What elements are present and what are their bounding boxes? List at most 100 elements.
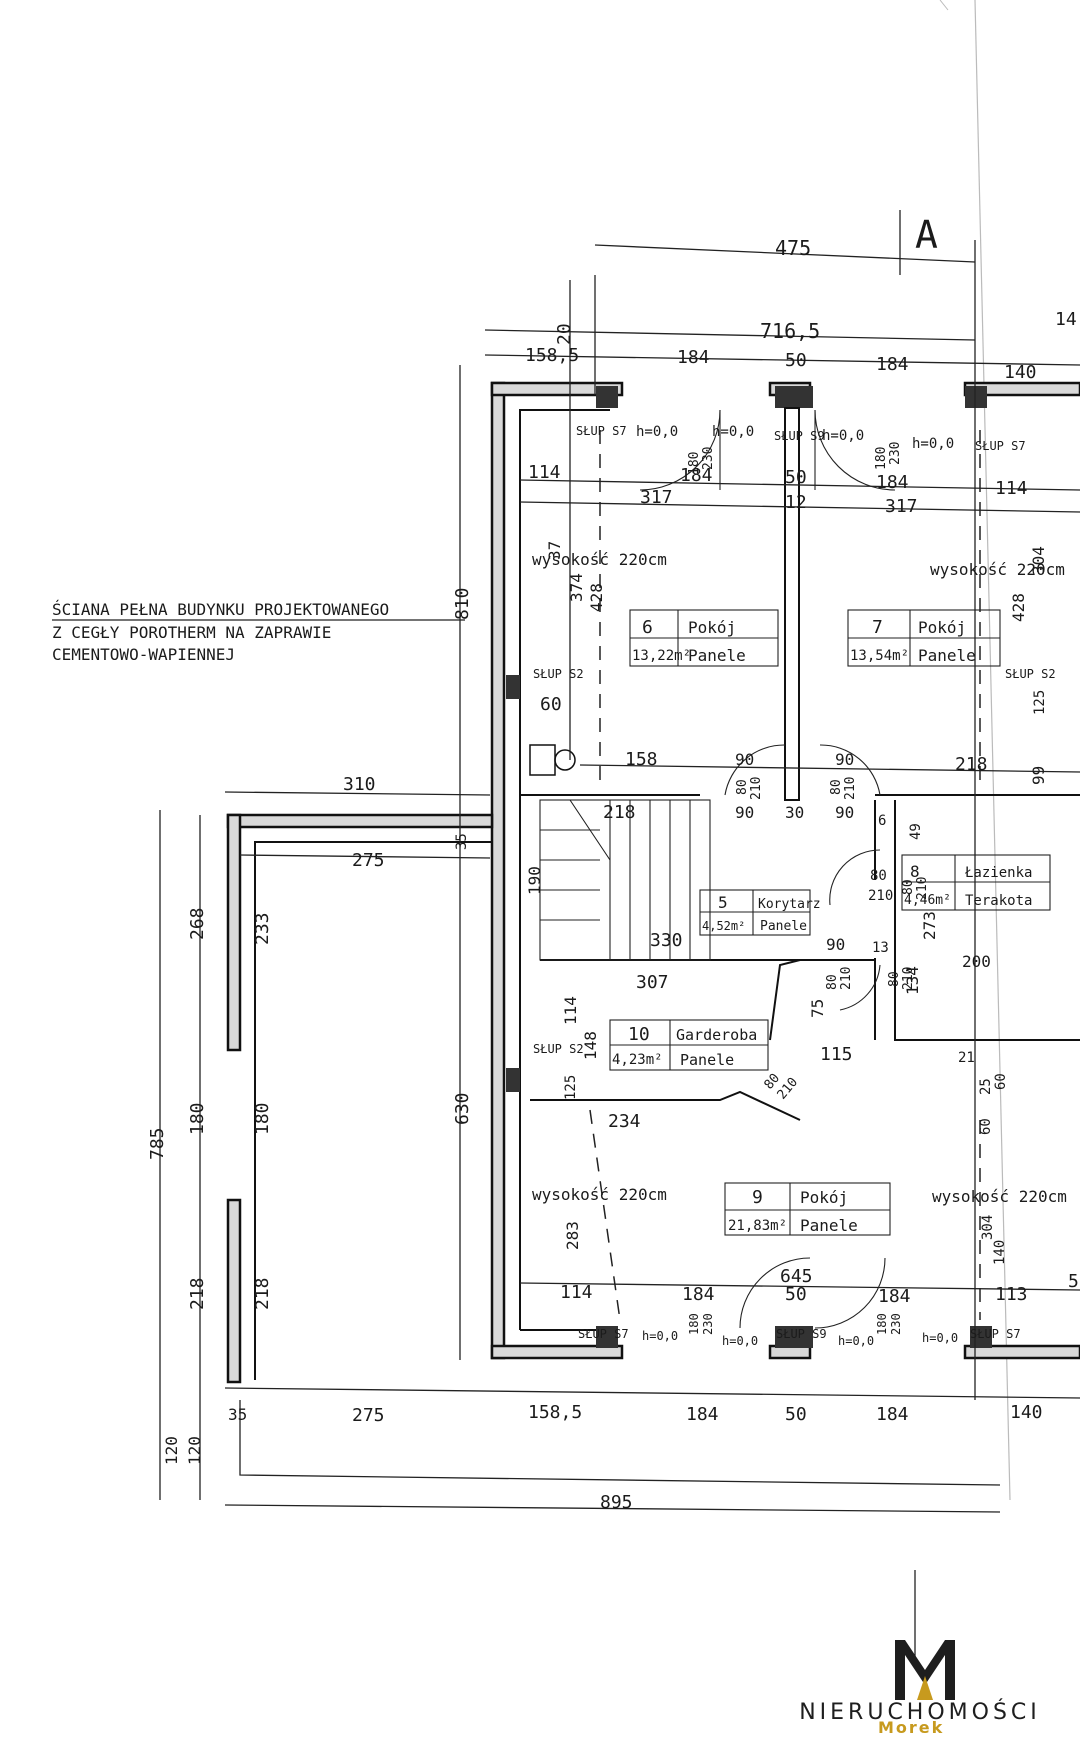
- svg-text:5: 5: [718, 893, 728, 912]
- svg-text:49: 49: [908, 823, 924, 840]
- svg-text:wysokość 220cm: wysokość 220cm: [932, 1187, 1067, 1206]
- svg-text:13,54m²: 13,54m²: [850, 648, 909, 664]
- svg-text:30: 30: [785, 803, 804, 822]
- svg-text:140: 140: [1004, 362, 1037, 383]
- svg-text:10: 10: [628, 1024, 650, 1045]
- logo-wordmark: NIERUCHOMOŚCI: [799, 1700, 1041, 1725]
- svg-text:h=0,0: h=0,0: [636, 424, 678, 440]
- svg-text:13,22m²: 13,22m²: [632, 648, 691, 664]
- svg-text:Panele: Panele: [688, 646, 746, 665]
- svg-text:90: 90: [826, 935, 845, 954]
- svg-text:h=0,0: h=0,0: [822, 428, 864, 444]
- svg-text:50: 50: [785, 1404, 807, 1425]
- svg-text:CEMENTOWO-WAPIENNEJ: CEMENTOWO-WAPIENNEJ: [52, 645, 235, 664]
- svg-text:210: 210: [843, 777, 858, 800]
- svg-text:60: 60: [993, 1073, 1009, 1090]
- svg-text:Z CEGŁY POROTHERM NA ZAPRAWIE: Z CEGŁY POROTHERM NA ZAPRAWIE: [52, 623, 331, 642]
- dims-top-inner: 114 184 50 184 114 317 317 12: [528, 462, 1028, 517]
- svg-text:h=0,0: h=0,0: [838, 1334, 874, 1348]
- svg-text:210: 210: [839, 967, 854, 990]
- svg-text:180: 180: [687, 452, 702, 475]
- room-6-label: 6 Pokój 13,22m² Panele: [632, 617, 746, 665]
- svg-text:wysokość 220cm: wysokość 220cm: [930, 560, 1065, 579]
- svg-text:6: 6: [878, 813, 886, 829]
- svg-text:80: 80: [887, 971, 902, 987]
- dims-stairs: 190 330 307 90 13 200 134 273: [525, 866, 991, 995]
- dimension-lines: [159, 240, 1080, 1513]
- svg-text:210: 210: [915, 877, 930, 900]
- svg-text:Panele: Panele: [760, 919, 807, 934]
- svg-text:80: 80: [735, 779, 750, 795]
- svg-text:90: 90: [735, 750, 754, 769]
- svg-text:14: 14: [1055, 309, 1077, 330]
- svg-text:268: 268: [187, 907, 208, 940]
- svg-text:304: 304: [1029, 546, 1048, 575]
- svg-text:184: 184: [876, 472, 909, 493]
- dims-bottom: 35 275 158,5 184 50 184 140 895: [228, 1402, 1043, 1513]
- svg-text:218: 218: [252, 1277, 273, 1310]
- svg-text:80: 80: [829, 779, 844, 795]
- svg-text:Garderoba: Garderoba: [676, 1026, 757, 1044]
- svg-text:A: A: [915, 213, 938, 257]
- svg-text:Pokój: Pokój: [688, 618, 736, 637]
- svg-text:330: 330: [650, 930, 683, 951]
- svg-text:Terakota: Terakota: [965, 893, 1032, 909]
- svg-text:50: 50: [785, 467, 807, 488]
- svg-text:275: 275: [352, 850, 385, 871]
- svg-text:230: 230: [888, 442, 903, 465]
- svg-text:Panele: Panele: [918, 646, 976, 665]
- svg-text:184: 184: [878, 1286, 911, 1307]
- svg-text:645: 645: [780, 1266, 813, 1287]
- wall-note: ŚCIANA PEŁNA BUDYNKU PROJEKTOWANEGO Z CE…: [52, 600, 465, 664]
- svg-text:230: 230: [701, 1313, 715, 1335]
- svg-text:120: 120: [162, 1436, 181, 1465]
- svg-text:Pokój: Pokój: [800, 1188, 848, 1207]
- svg-text:210: 210: [901, 967, 916, 990]
- svg-text:317: 317: [885, 496, 918, 517]
- svg-text:810: 810: [452, 587, 473, 620]
- svg-text:SŁUP S7: SŁUP S7: [975, 439, 1026, 453]
- svg-text:428: 428: [587, 583, 606, 612]
- svg-text:114: 114: [560, 1282, 593, 1303]
- svg-text:90: 90: [835, 750, 854, 769]
- svg-text:233: 233: [252, 912, 273, 945]
- svg-text:5: 5: [1068, 1271, 1079, 1292]
- ceiling-heights: wysokość 220cm wysokość 220cm wysokość 2…: [532, 550, 1067, 1206]
- room-10-label: 10 Garderoba 4,23m² Panele: [612, 1024, 757, 1069]
- svg-text:310: 310: [343, 774, 376, 795]
- svg-text:90: 90: [835, 803, 854, 822]
- svg-text:210: 210: [749, 777, 764, 800]
- svg-text:20: 20: [554, 323, 575, 345]
- svg-text:SŁUP S9: SŁUP S9: [776, 1327, 827, 1341]
- svg-text:218: 218: [603, 802, 636, 823]
- svg-text:wysokość 220cm: wysokość 220cm: [532, 550, 667, 569]
- svg-text:SŁUP S9: SŁUP S9: [774, 429, 825, 443]
- svg-text:200: 200: [962, 952, 991, 971]
- svg-text:h=0,0: h=0,0: [922, 1331, 958, 1345]
- svg-text:Łazienka: Łazienka: [964, 865, 1032, 881]
- svg-text:4,52m²: 4,52m²: [702, 919, 745, 933]
- room-label-boxes: [609, 609, 1051, 1236]
- svg-text:SŁUP S7: SŁUP S7: [578, 1327, 629, 1341]
- svg-text:SŁUP S2: SŁUP S2: [533, 1042, 584, 1056]
- svg-text:180: 180: [874, 447, 889, 470]
- svg-text:Pokój: Pokój: [918, 618, 966, 637]
- h-labels: h=0,0 h=0,0 h=0,0 h=0,0 h=0,0 h=0,0 h=0,…: [636, 424, 958, 1348]
- svg-text:283: 283: [563, 1221, 582, 1250]
- svg-text:230: 230: [701, 447, 716, 470]
- svg-text:Panele: Panele: [800, 1216, 858, 1235]
- dims-top: 475 716,5 158,5 184 50 184 140 14: [525, 236, 1077, 383]
- svg-text:h=0,0: h=0,0: [722, 1334, 758, 1348]
- svg-text:125: 125: [563, 1075, 579, 1100]
- svg-text:50: 50: [785, 1284, 807, 1305]
- outer-walls: [226, 381, 1080, 1384]
- svg-text:99: 99: [1029, 766, 1048, 785]
- dims-mid: 310 275 35 60 158 218 218 90 90 30 90 90…: [343, 694, 988, 871]
- svg-text:234: 234: [608, 1111, 641, 1132]
- svg-text:120: 120: [185, 1436, 204, 1465]
- svg-text:113: 113: [995, 1284, 1028, 1305]
- dims-doors: 180 230 180 230 80 210 80 210 80 210 80 …: [687, 442, 930, 990]
- svg-text:475: 475: [775, 236, 811, 260]
- svg-text:115: 115: [820, 1044, 853, 1065]
